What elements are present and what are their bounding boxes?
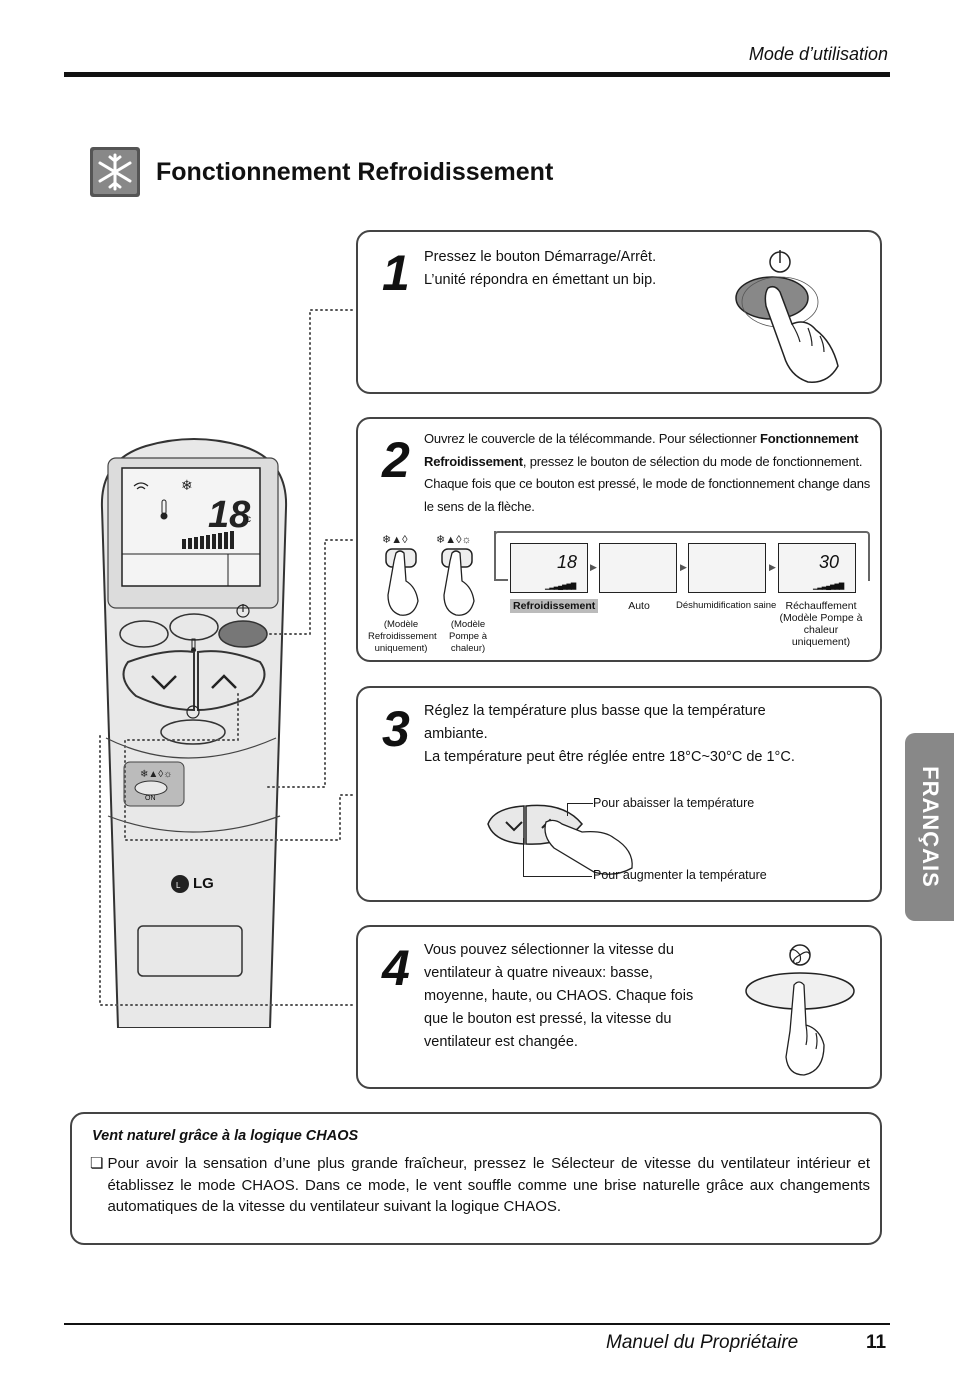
note-title: Vent naturel grâce à la logique CHAOS (92, 1128, 359, 1144)
mode-button-heat-pump: ❄▲◊☼ (434, 531, 490, 626)
lcd-cool: 18 ▁▂▃▄▅▆▇ (510, 543, 588, 593)
step-1-box: 1 Pressez le bouton Démarrage/Arrêt. L’u… (356, 230, 882, 394)
power-button-hand-illustration (728, 246, 848, 391)
arrow-icon: ▶ (769, 562, 776, 572)
arrow-icon: ▶ (680, 562, 687, 572)
remote-lcd-unit: °c (242, 514, 251, 525)
footer-manual-title: Manuel du Propriétaire (606, 1332, 799, 1353)
brand-logo: LG (193, 875, 214, 892)
note-text: Pour avoir la sensation d’une plus grand… (107, 1155, 870, 1215)
mode-bracket-left-leg (494, 531, 508, 581)
lcd-heat: 30 ▁▂▃▄▅▆▇ (778, 543, 856, 593)
step-number: 4 (382, 940, 410, 996)
svg-text:❄▲◊☼: ❄▲◊☼ (140, 769, 172, 780)
arrow-icon: ▶ (590, 562, 597, 572)
language-tab: FRANÇAIS (905, 733, 954, 921)
step-2-box: 2 Ouvrez le couvercle de la télécommande… (356, 417, 882, 662)
model-cool-label: (Modèle Refroidissement uniquement) (368, 619, 437, 654)
fan-button-hand-illustration (742, 941, 858, 1086)
lcd-dehumid (688, 543, 766, 593)
chaos-note-box: Vent naturel grâce à la logique CHAOS ❏ … (70, 1112, 882, 1245)
footer-rule (64, 1323, 890, 1325)
step-number: 2 (382, 432, 410, 488)
mode-label-dehumid: Déshumidification saine (676, 600, 776, 611)
on-label: ON (145, 795, 156, 802)
step-number: 3 (382, 701, 410, 757)
label-lower-temp: Pour abaisser la température (593, 796, 755, 810)
step-text: Vous pouvez sélectionner la vitesse du v… (424, 942, 694, 1050)
lcd-cool-bars: ▁▂▃▄▅▆▇ (545, 583, 576, 590)
model-heat-label: (Modèle Pompe à chaleur) (448, 619, 488, 654)
header-section-title: Mode d’utilisation (748, 44, 888, 64)
svg-text:❄▲◊: ❄▲◊ (382, 534, 408, 546)
mode-label-auto: Auto (628, 600, 650, 612)
pointer-line-lower (567, 803, 593, 816)
lcd-heat-temp: 30 (819, 552, 840, 572)
step-number: 1 (382, 245, 410, 301)
label-raise-temp: Pour augmenter la température (593, 868, 767, 882)
remote-control: ❄ ❄▲◊☼ L 18 °c ON LG (96, 438, 292, 1029)
section-title: Fonctionnement Refroidissement (156, 158, 554, 186)
page-number: 11 (866, 1332, 887, 1353)
svg-text:L: L (176, 881, 181, 890)
mode-label-heat: Réchauffement (Modèle Pompe à chaleur un… (779, 600, 863, 648)
mode-label-cool: Refroidissement (510, 599, 599, 613)
lcd-cool-temp: 18 (557, 552, 578, 572)
svg-text:❄▲◊☼: ❄▲◊☼ (436, 534, 472, 546)
step-text: Pressez le bouton Démarrage/Arrêt. L’uni… (424, 249, 657, 288)
mode-button-cool-only: ❄▲◊ (378, 531, 428, 626)
step-text: Ouvrez le couvercle de la télécommande. … (424, 431, 871, 514)
step-4-box: 4 Vous pouvez sélectionner la vitesse du… (356, 925, 882, 1089)
remote-lcd-temp: 18 (208, 494, 251, 536)
header-rule (64, 72, 890, 77)
temperature-buttons-illustration (484, 792, 644, 887)
step-text: Réglez la température plus basse que la … (424, 703, 795, 765)
snowflake-icon (90, 147, 140, 197)
note-bullet: ❏ (90, 1155, 104, 1172)
note-body: ❏ Pour avoir la sensation d’une plus gra… (90, 1153, 870, 1218)
lcd-heat-bars: ▁▂▃▄▅▆▇ (813, 583, 844, 590)
lcd-auto (599, 543, 677, 593)
svg-text:❄: ❄ (181, 477, 193, 493)
step-3-box: 3 Réglez la température plus basse que l… (356, 686, 882, 902)
language-tab-label: FRANÇAIS (917, 766, 943, 888)
pointer-line-raise (523, 838, 592, 877)
